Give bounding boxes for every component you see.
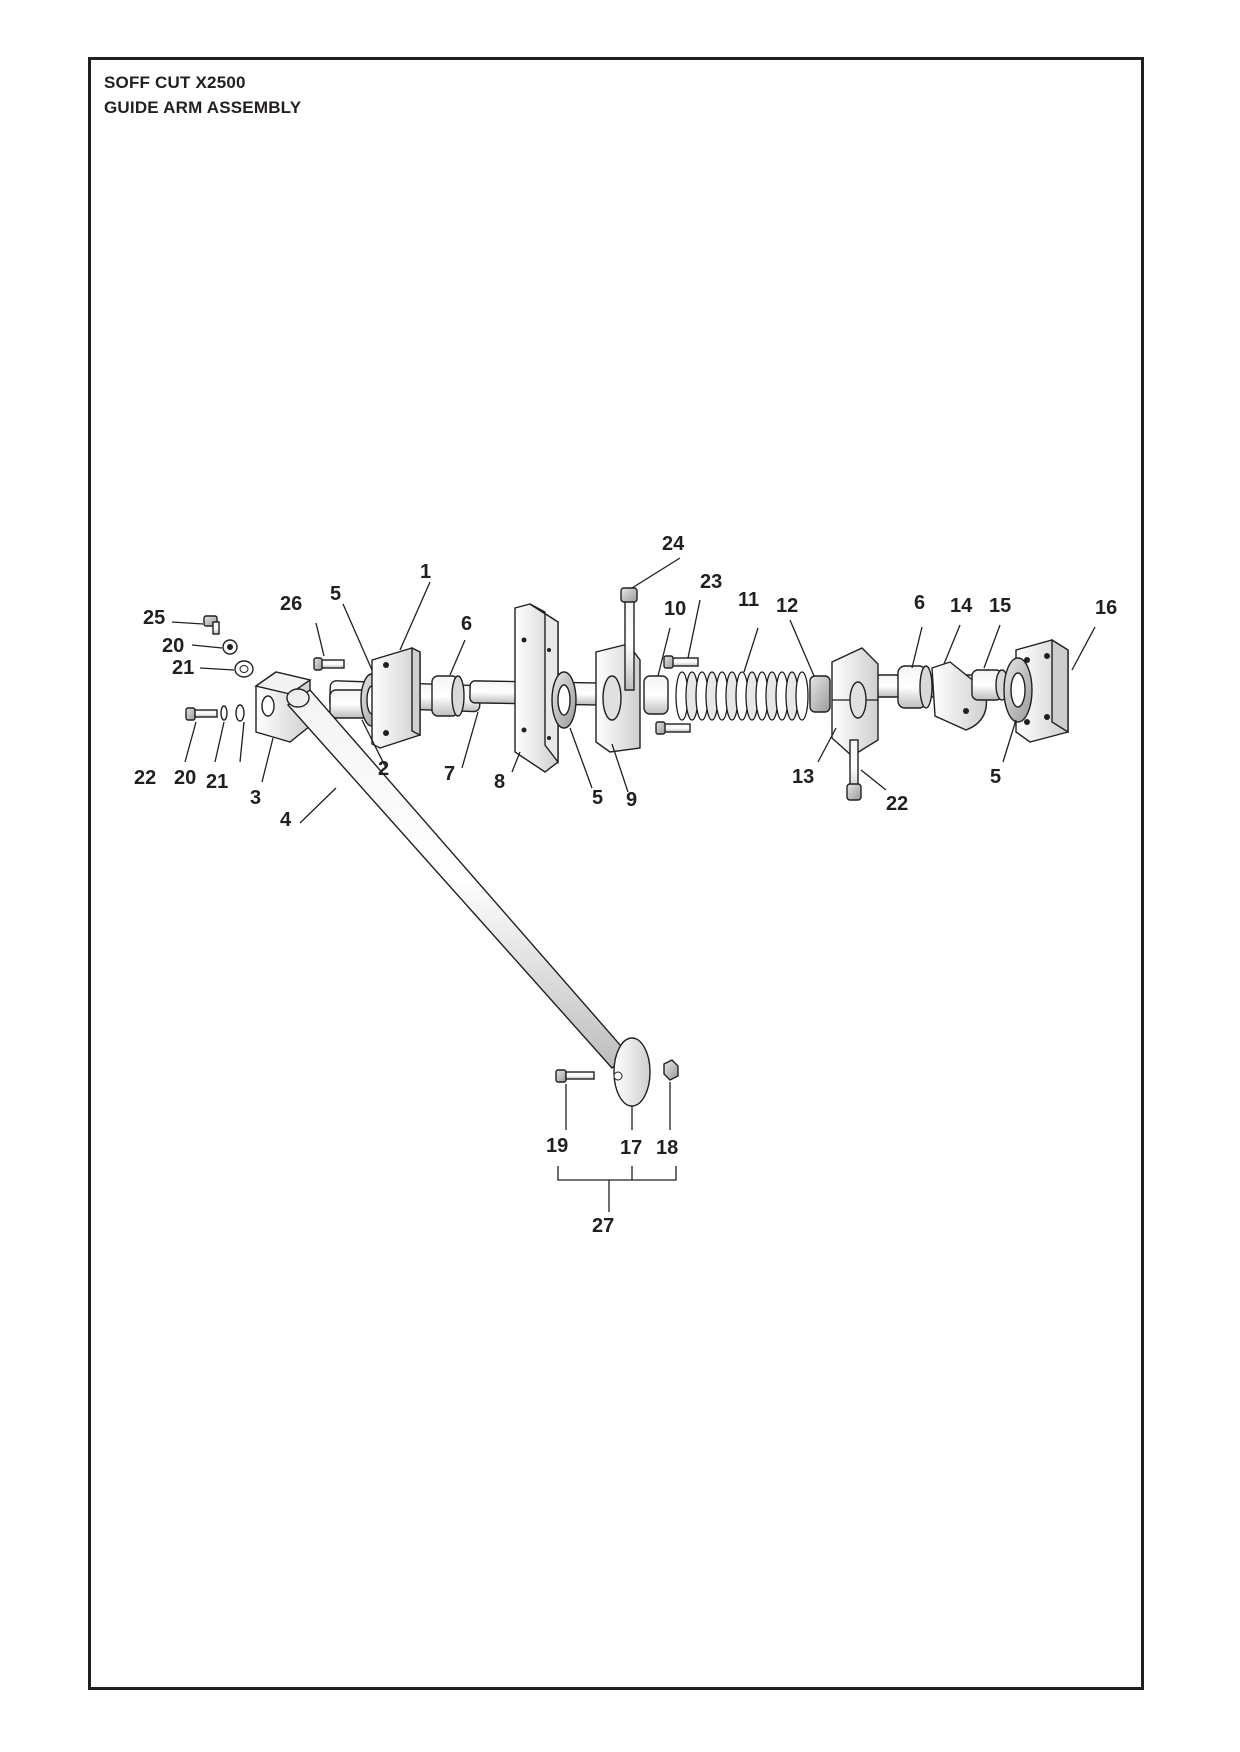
callout-21-upper: 21	[172, 657, 194, 679]
callout-18: 18	[656, 1137, 678, 1159]
callout-14: 14	[950, 595, 973, 617]
callout-3: 3	[250, 787, 261, 809]
callout-15: 15	[989, 595, 1011, 617]
leader-lines	[171, 557, 1096, 1212]
spacer-bushing	[643, 675, 669, 715]
fastener-set-lower	[185, 704, 245, 722]
center-bearing	[551, 671, 577, 729]
callout-4: 4	[280, 809, 292, 831]
callout-10: 10	[664, 598, 686, 620]
callout-6-left: 6	[461, 613, 472, 635]
callout-23: 23	[700, 571, 722, 593]
callout-5-left: 5	[330, 583, 341, 605]
callout-20-upper: 20	[162, 635, 184, 657]
callout-9: 9	[626, 789, 637, 811]
callout-16: 16	[1095, 597, 1117, 619]
small-bolts	[655, 655, 699, 735]
callout-2: 2	[378, 758, 389, 780]
model-title: SOFF CUT X2500	[104, 73, 246, 92]
callout-13: 13	[792, 766, 814, 788]
spring-coil	[795, 671, 809, 721]
callout-5-right: 5	[990, 766, 1001, 788]
mounting-plate	[514, 603, 559, 773]
callout-12: 12	[776, 595, 798, 617]
drawing-frame	[88, 57, 1144, 1690]
callout-6-right: 6	[914, 592, 925, 614]
shaft-collar-right	[897, 665, 933, 709]
split-clamp-block	[831, 647, 879, 757]
clamp-bolt	[846, 739, 862, 801]
arm-end-disc	[613, 1037, 651, 1107]
callout-27: 27	[592, 1215, 614, 1237]
stub-shaft	[971, 669, 1009, 701]
callout-21-lower: 21	[206, 771, 228, 793]
fastener-set-upper	[203, 615, 345, 678]
callout-25: 25	[143, 607, 165, 629]
callout-19: 19	[546, 1135, 568, 1157]
callout-26: 26	[280, 593, 302, 615]
right-bearing	[1003, 657, 1033, 723]
callout-22-right: 22	[886, 793, 908, 815]
spring-bushing	[809, 675, 831, 713]
callout-11: 11	[738, 589, 759, 611]
long-bolt	[620, 587, 638, 691]
pivot-fasteners	[555, 1059, 679, 1083]
callout-20-lower: 20	[174, 767, 196, 789]
assembly-title: GUIDE ARM ASSEMBLY	[104, 98, 302, 117]
callout-1: 1	[420, 561, 431, 583]
bearing-housing-plate	[371, 646, 421, 749]
callout-labels: 1 2 3 4 5 5 5 6 6 7 8 9 10 11 12 13 14 1…	[134, 533, 1117, 1237]
shaft-collar-left	[431, 675, 465, 717]
callout-24: 24	[662, 533, 685, 555]
callout-7: 7	[444, 763, 455, 785]
callout-22-left: 22	[134, 767, 156, 789]
bearing-housing-right	[1015, 638, 1069, 743]
callout-17: 17	[620, 1137, 642, 1159]
callout-5-center: 5	[592, 787, 603, 809]
callout-8: 8	[494, 771, 505, 793]
compression-spring	[675, 671, 809, 721]
